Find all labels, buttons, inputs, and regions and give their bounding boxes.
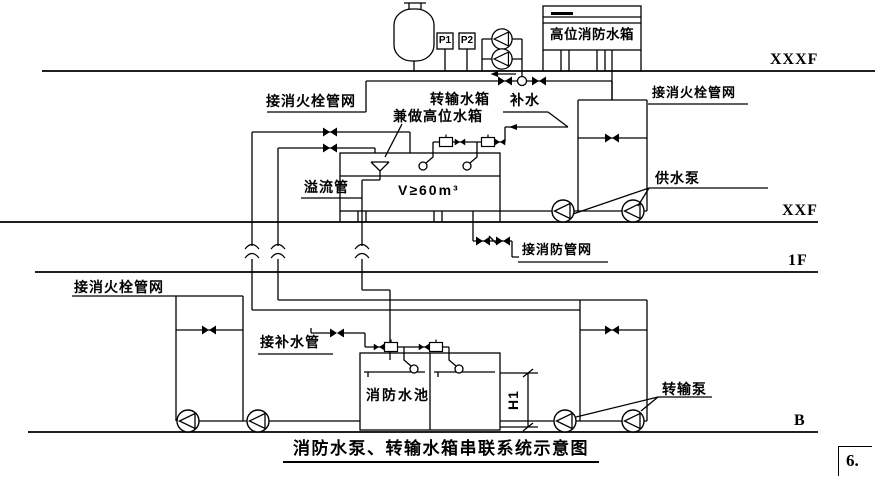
label-makeup-pipe: 接补水管 bbox=[260, 334, 320, 350]
valve-icon bbox=[201, 324, 217, 336]
transfer-headers bbox=[252, 299, 647, 311]
gauge-p1-label: P1 bbox=[438, 35, 452, 46]
supply-pump-loop bbox=[500, 81, 768, 223]
leader-line bbox=[575, 396, 712, 418]
label-overflow: 溢流管 bbox=[304, 179, 349, 195]
pump-icon bbox=[491, 48, 513, 70]
valve-icon bbox=[604, 132, 620, 144]
label-transfer-tank: 转输水箱 bbox=[430, 91, 490, 107]
fire-pump-loop bbox=[72, 295, 360, 433]
float-ball-icon bbox=[409, 364, 419, 374]
float-ball-icon bbox=[454, 364, 464, 374]
pump-icon bbox=[553, 409, 577, 433]
label-hydrant-right: 接消火栓管网 bbox=[652, 85, 737, 100]
valve-icon bbox=[497, 75, 513, 87]
pipe-break-icon bbox=[270, 243, 286, 259]
valve-icon bbox=[418, 343, 430, 351]
pipe-break-icon bbox=[354, 243, 370, 259]
label-h1: H1 bbox=[504, 390, 521, 410]
pool-float-valves bbox=[258, 327, 464, 374]
leader-line bbox=[572, 187, 768, 215]
diagram-title: 消防水泵、转输水箱串联系统示意图 bbox=[283, 438, 599, 464]
label-high-tank: 高位消防水箱 bbox=[550, 27, 634, 42]
h1-dimension bbox=[500, 368, 538, 432]
overflow-pipe bbox=[301, 161, 391, 360]
float-valve-icon bbox=[480, 133, 496, 148]
label-transfer-tank-2: 兼做高位水箱 bbox=[393, 108, 483, 124]
float-valve-icon bbox=[383, 338, 399, 353]
gauge-p2-label: P2 bbox=[460, 35, 474, 46]
float-valve-icon bbox=[428, 338, 444, 353]
leader-line bbox=[384, 123, 403, 158]
label-transfer-pump: 转输泵 bbox=[662, 381, 707, 397]
label-fire-network: 接消防管网 bbox=[522, 242, 593, 257]
label-supply-pump: 供水泵 bbox=[655, 170, 700, 186]
floor-label-basement: B bbox=[794, 412, 806, 429]
floor-label-first: 1F bbox=[788, 252, 808, 269]
float-valve-icon bbox=[438, 133, 454, 148]
transfer-pump-loop bbox=[500, 300, 712, 433]
valve-icon bbox=[322, 142, 338, 154]
valve-icon bbox=[495, 235, 511, 247]
valve-icon bbox=[454, 138, 466, 146]
float-ball-icon bbox=[462, 161, 472, 171]
high-tank-icon bbox=[542, 5, 642, 71]
pump-icon bbox=[246, 409, 270, 433]
valve-icon bbox=[604, 324, 620, 336]
fire-network-tap bbox=[472, 211, 608, 263]
valve-icon bbox=[531, 75, 547, 87]
pump-icon bbox=[621, 199, 645, 223]
pressure-gauges bbox=[436, 32, 476, 71]
jockey-pump-loop bbox=[481, 28, 523, 81]
transfer-fill-pipes bbox=[244, 126, 411, 310]
float-ball-icon bbox=[418, 161, 428, 171]
pressure-tank-icon bbox=[393, 2, 435, 71]
floor-label-upper: XXF bbox=[782, 202, 818, 219]
floor-label-roof: XXXF bbox=[770, 51, 819, 68]
fire-pool-icon bbox=[359, 352, 501, 431]
pump-icon bbox=[491, 28, 513, 50]
label-fire-pool: 消防水池 bbox=[366, 387, 430, 403]
pump-icon bbox=[176, 409, 200, 433]
valve-icon bbox=[322, 126, 338, 138]
transfer-tank-float-valves bbox=[384, 111, 569, 171]
floor-lines bbox=[0, 70, 875, 433]
pump-icon bbox=[551, 199, 575, 223]
label-hydrant-bottom-left: 接消火栓管网 bbox=[74, 279, 164, 295]
label-hydrant-top: 接消火栓管网 bbox=[266, 93, 356, 109]
pump-icon bbox=[621, 409, 645, 433]
label-makeup-water: 补水 bbox=[510, 92, 540, 108]
flow-arrow-icon bbox=[509, 124, 517, 130]
label-volume: V≥60m³ bbox=[398, 182, 460, 198]
page-number: 6. bbox=[838, 446, 872, 476]
valve-icon bbox=[329, 327, 345, 339]
transfer-tank-icon bbox=[339, 152, 501, 222]
valve-icon bbox=[475, 235, 491, 247]
pipe-break-icon bbox=[244, 243, 260, 259]
